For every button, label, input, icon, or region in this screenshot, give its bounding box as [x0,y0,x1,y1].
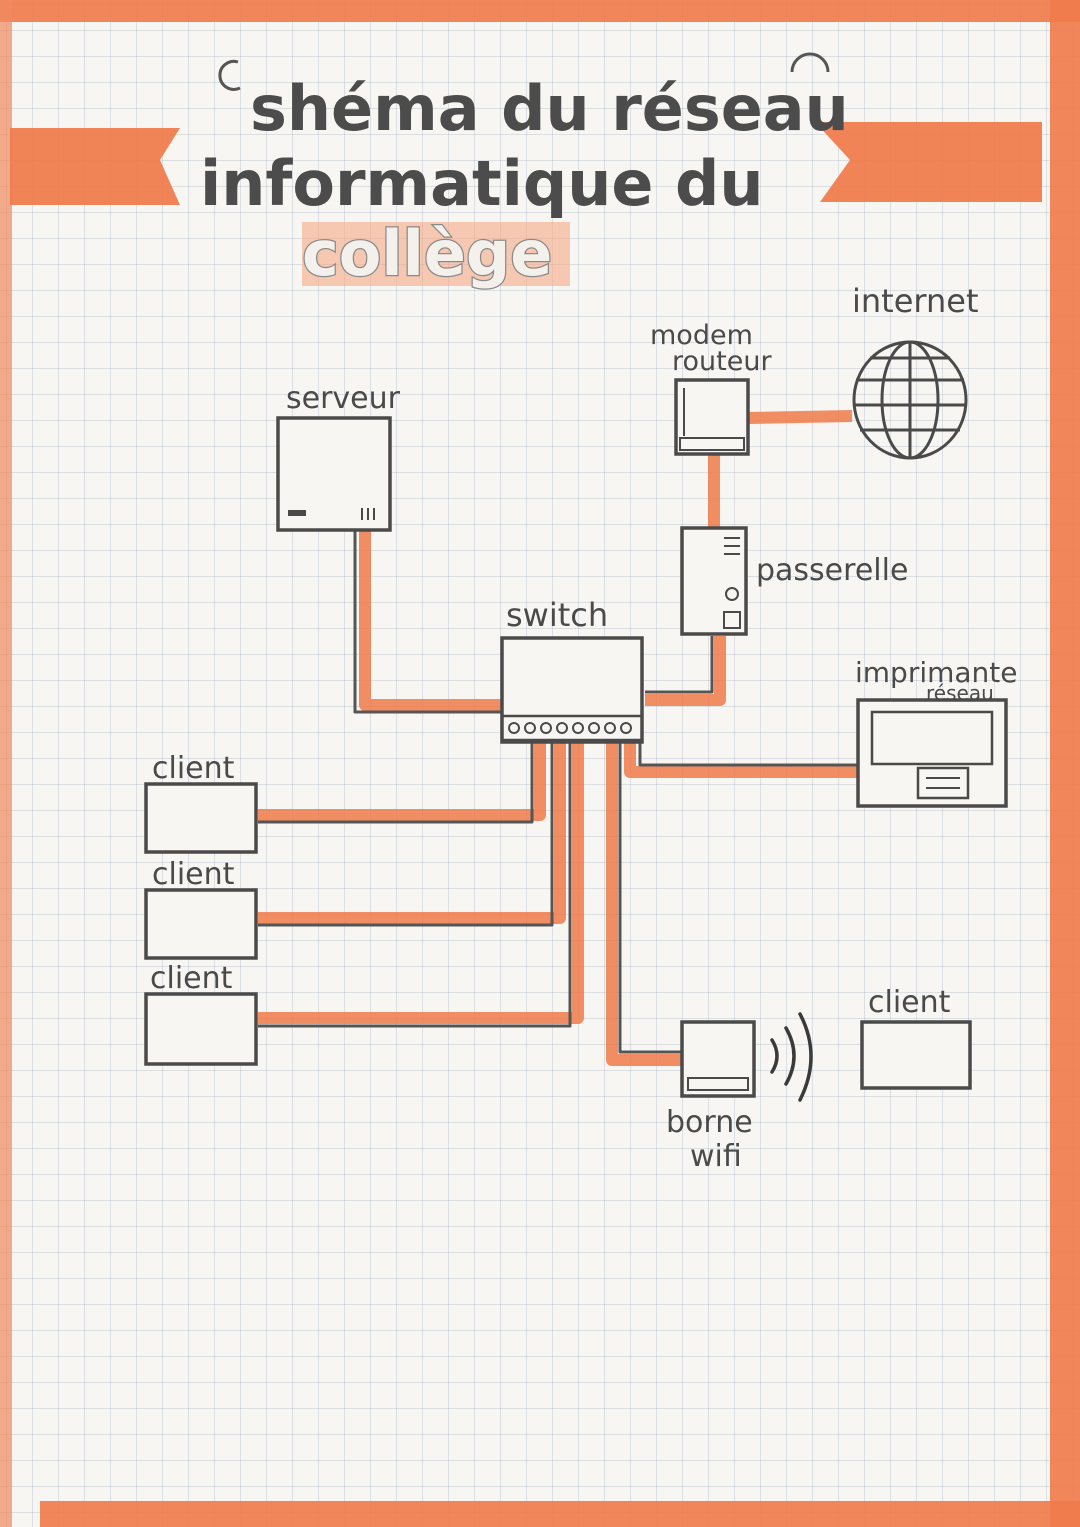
label-client-2: client [152,857,235,892]
internet-globe-icon [852,340,968,460]
cables [258,410,858,1066]
label-passerelle: passerelle [756,553,908,588]
client-2-device [144,888,258,960]
title-line-1: shéma du réseau [250,72,849,145]
label-borne: borne [666,1105,753,1140]
page-border-top [0,0,1080,22]
imprimante-device [856,698,1008,808]
label-wifi: wifi [690,1139,742,1174]
label-client-1: client [152,751,235,786]
title-highlight [302,222,570,286]
hole-mark-left [218,59,241,91]
banner-left [10,128,180,205]
client-4-device [860,1020,972,1090]
client-1-device [144,782,258,854]
label-reseau: réseau [926,681,994,705]
label-imprimante: imprimante [855,656,1018,689]
label-internet: internet [852,282,979,320]
passerelle-device [680,526,748,636]
title-line-3: collège [302,217,552,290]
label-client-4: client [868,985,951,1020]
label-client-3: client [150,961,233,996]
switch-device [500,636,644,744]
label-serveur: serveur [286,381,401,416]
page-border-bottom [40,1501,1080,1527]
page-border-left [0,0,12,1527]
page-border-right [1050,0,1080,1527]
hole-mark-right [790,52,830,73]
banner-right [815,122,1042,202]
borne-wifi-device [680,1020,756,1098]
label-modem: modem [650,320,753,351]
label-routeur: routeur [672,346,772,377]
wifi-signal-icon [770,1012,813,1102]
label-switch: switch [506,596,608,634]
title-line-2: informatique du [200,147,764,220]
modem-routeur-device [674,378,750,456]
serveur-device [276,416,392,532]
client-3-device [144,992,258,1066]
